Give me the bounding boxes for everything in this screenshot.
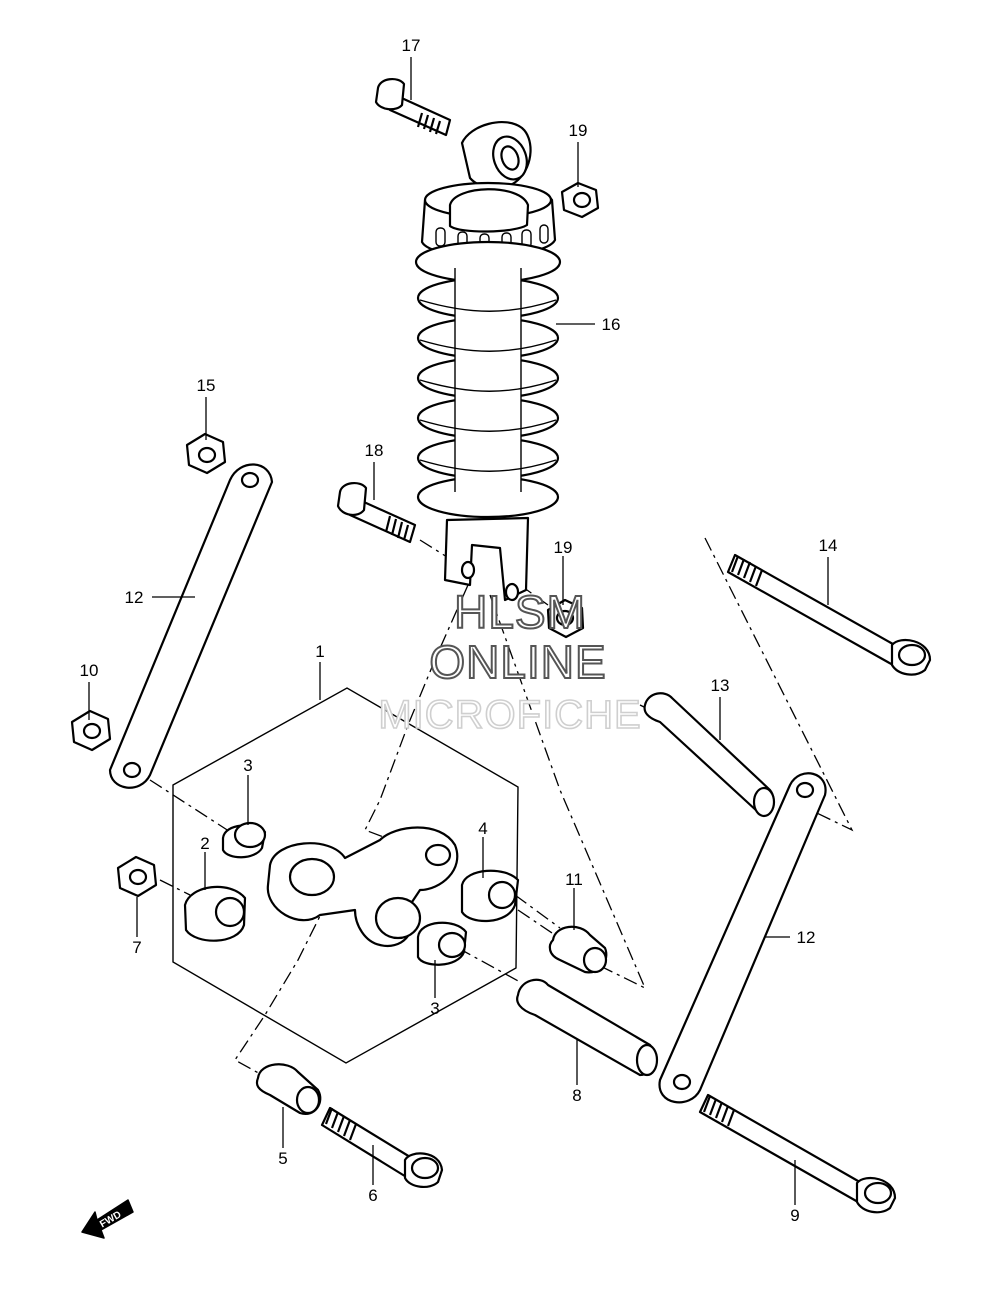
watermark-line-3: MICROFICHE: [378, 693, 641, 737]
watermark-line-2: ONLINE: [429, 636, 606, 688]
long-bolt: [726, 553, 932, 676]
callout-1: 1: [315, 642, 324, 661]
callout-9: 9: [790, 1206, 799, 1225]
left-rod-lower-nut: [70, 709, 112, 752]
callout-numbers: 17 19 16 15 18 19 14 12 10 1 13 3 2 4 11…: [80, 36, 838, 1225]
callout-5: 5: [278, 1149, 287, 1168]
callout-3-upper: 3: [243, 756, 252, 775]
callout-12-left: 12: [125, 588, 144, 607]
callout-18: 18: [365, 441, 384, 460]
callout-15: 15: [197, 376, 216, 395]
cushion-lever: [266, 826, 459, 948]
lever-nut: [116, 855, 158, 898]
callout-7: 7: [132, 938, 141, 957]
callout-2: 2: [200, 834, 209, 853]
upper-bolt: [374, 78, 452, 137]
spacer-right: [548, 925, 608, 974]
fwd-label: FWD: [98, 1209, 123, 1230]
lower-shock-bolt: [336, 482, 417, 544]
lever-assembly-outline: [172, 687, 519, 1064]
bearing-left: [183, 885, 247, 942]
watermark: HLSM ONLINE MICROFICHE: [378, 585, 642, 738]
long-spacer: [516, 978, 659, 1077]
watermark-line-1: HLSM: [454, 586, 586, 638]
rod-bolt: [698, 1093, 897, 1214]
left-cushion-rod: [108, 463, 274, 789]
callout-16: 16: [602, 315, 621, 334]
lever-bolt: [320, 1106, 444, 1188]
callout-6: 6: [368, 1186, 377, 1205]
bearing-right-upper: [460, 869, 520, 923]
leader-lines: [88, 57, 829, 1205]
shock-absorber: [414, 121, 562, 602]
bearing-upper: [221, 821, 267, 859]
right-cushion-rod: [658, 772, 827, 1104]
callout-17: 17: [402, 36, 421, 55]
spacer-lower: [255, 1063, 322, 1116]
lower-nut: [546, 598, 585, 639]
spacer-upper-right: [643, 692, 776, 818]
bearing-right-lower: [416, 921, 468, 966]
callout-11: 11: [565, 870, 583, 889]
callout-19-lower: 19: [554, 538, 573, 557]
callout-4: 4: [478, 819, 487, 838]
left-rod-upper-nut: [185, 432, 227, 475]
callout-10: 10: [80, 661, 99, 680]
callout-8: 8: [572, 1086, 581, 1105]
callout-19-upper: 19: [569, 121, 588, 140]
callout-12-right: 12: [797, 928, 816, 947]
callout-14: 14: [819, 536, 838, 555]
callout-3-lower: 3: [430, 999, 439, 1018]
fwd-arrow-icon: FWD: [81, 1199, 134, 1239]
callout-13: 13: [711, 676, 730, 695]
upper-nut: [560, 181, 600, 219]
